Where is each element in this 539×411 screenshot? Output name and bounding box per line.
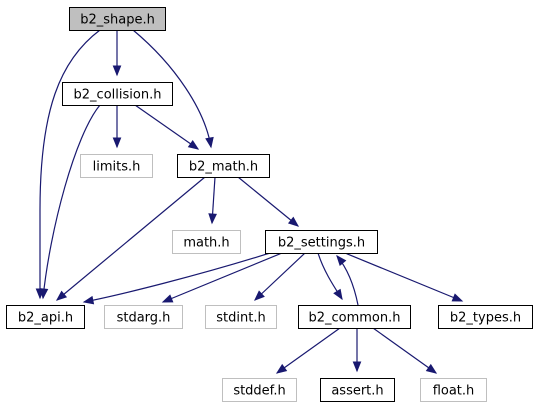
arrowhead-icon [336,254,347,267]
edge-line [372,327,437,374]
arrowhead-icon [82,295,95,305]
edge-line [83,252,271,303]
node-label: b2_shape.h [80,13,155,28]
node-label: b2_api.h [18,311,73,326]
node-box [62,82,173,106]
node-box [6,305,85,329]
arrowhead-icon [275,363,288,374]
node-limits[interactable]: limits.h [80,154,153,178]
edge-line [344,252,463,302]
edge-b2-settings-to-b2-common [317,252,343,301]
node-stddef[interactable]: stddef.h [222,378,297,402]
edge-b2-common-to-float [372,327,438,374]
arrowhead-icon [208,213,217,225]
edge-line [42,104,101,299]
edge-b2-shape-to-b2-collision [112,30,122,77]
edge-line [276,327,341,374]
node-box [177,154,270,178]
edge-line [162,252,283,303]
node-stdint[interactable]: stdint.h [205,305,277,329]
arrowhead-icon [112,65,122,77]
node-label: b2_types.h [450,311,521,326]
edge-b2-math-to-b2-api [55,176,206,301]
node-box [80,154,153,178]
graph-edges [35,29,464,374]
edge-b2-common-to-b2-settings [336,254,359,306]
node-box [320,378,395,402]
node-label: b2_settings.h [278,236,365,251]
node-box [298,305,411,329]
node-label: b2_common.h [308,311,400,326]
edge-b2-settings-to-b2-api [82,252,271,305]
node-label: math.h [183,236,229,251]
arrowhead-icon [205,136,214,149]
node-b2-common[interactable]: b2_common.h [298,305,411,329]
node-label: limits.h [93,160,141,175]
arrowhead-icon [333,288,343,301]
edge-b2-collision-to-b2-api [39,104,101,300]
arrowhead-icon [451,293,464,302]
arrowhead-icon [161,294,174,303]
node-box [265,230,378,254]
node-box [438,305,533,329]
node-box [172,230,241,254]
edge-b2-math-to-b2-settings [237,176,300,227]
arrowhead-icon [425,363,438,374]
node-label: b2_collision.h [74,88,162,103]
edge-line [134,104,199,150]
arrowhead-icon [112,137,122,149]
node-b2-math[interactable]: b2_math.h [177,154,270,178]
node-label: stddef.h [233,384,285,399]
node-assert[interactable]: assert.h [320,378,395,402]
node-b2-api[interactable]: b2_api.h [6,305,85,329]
edge-b2-shape-to-b2-math [132,29,214,149]
node-b2-settings[interactable]: b2_settings.h [265,230,378,254]
node-label: assert.h [331,384,383,399]
node-label: stdarg.h [117,311,171,326]
arrowhead-icon [187,140,200,150]
edge-line [237,176,299,227]
arrowhead-icon [39,288,49,300]
edge-b2-settings-to-b2-types [344,252,464,302]
graph-nodes: b2_shape.h b2_collision.h limits.h b2_math.… [6,7,533,402]
node-stdarg[interactable]: stdarg.h [104,305,183,329]
node-label: float.h [433,384,475,399]
node-b2-types[interactable]: b2_types.h [438,305,533,329]
node-label: b2_math.h [189,160,258,175]
edge-line [56,176,206,301]
arrowhead-icon [287,216,300,227]
arrowhead-icon [254,290,265,301]
node-box [104,305,183,329]
edge-b2-common-to-assert [352,328,362,373]
edge-line [132,29,212,148]
node-b2-collision[interactable]: b2_collision.h [62,82,173,106]
node-box [69,7,166,31]
edge-b2-settings-to-stdarg [161,252,283,303]
edge-b2-collision-to-limits [112,105,122,149]
node-box [222,378,297,402]
node-math[interactable]: math.h [172,230,241,254]
node-b2-shape[interactable]: b2_shape.h [69,7,166,31]
edge-b2-collision-to-b2-math [134,104,200,150]
node-float[interactable]: float.h [420,378,487,402]
arrowhead-icon [352,361,362,373]
edge-line [39,29,101,298]
node-box [205,305,277,329]
node-label: stdint.h [216,311,265,326]
edge-b2-settings-to-stdint [254,252,306,301]
edge-b2-math-to-math [208,176,217,225]
node-box [420,378,487,402]
edge-line [254,252,306,301]
arrowhead-icon [55,290,68,301]
edge-b2-common-to-stddef [275,327,341,374]
